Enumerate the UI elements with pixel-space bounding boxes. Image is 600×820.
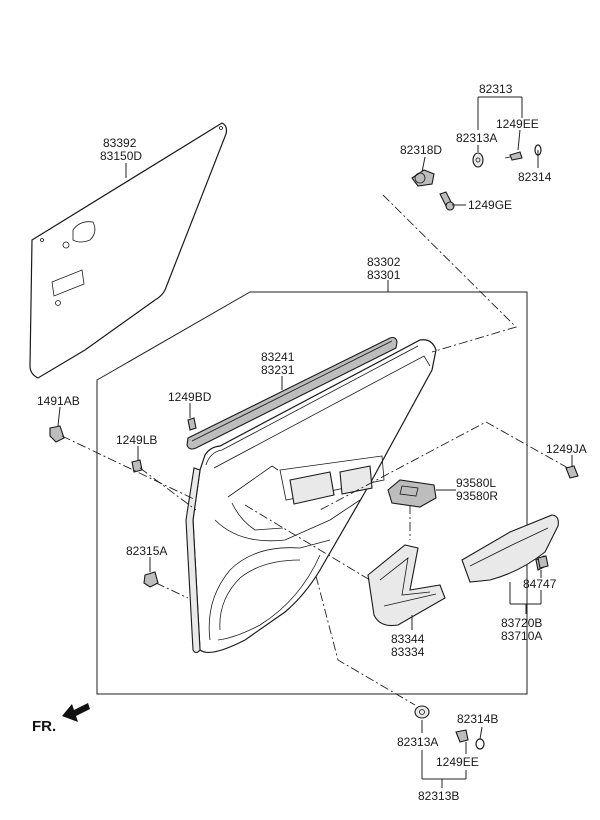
door-trim-pad-83392 <box>29 122 228 379</box>
label-84747: 84747 <box>523 577 557 591</box>
label-83231: 83231 <box>261 363 295 377</box>
label-83150D: 83150D <box>100 149 142 163</box>
clip-82315A <box>143 571 159 588</box>
screw-1249BD <box>187 417 197 431</box>
cap-82318D <box>411 169 435 187</box>
clip-1491AB <box>49 425 65 443</box>
label-83301: 83301 <box>367 268 401 282</box>
label-93580L: 93580L <box>456 476 496 490</box>
label-1249EE-bottom: 1249EE <box>436 755 479 769</box>
window-switch-93580 <box>387 479 437 508</box>
screw-1249EE-bottom <box>455 729 469 743</box>
screw-1249GE <box>439 191 455 211</box>
label-front-direction: FR. <box>32 718 56 735</box>
door-trim-panel-83302 <box>185 339 437 654</box>
label-1249EE-top: 1249EE <box>496 117 539 131</box>
label-1491AB: 1491AB <box>37 394 80 408</box>
label-83334: 83334 <box>391 645 425 659</box>
front-direction-arrow <box>62 703 90 722</box>
clip-82314B <box>475 738 485 750</box>
weatherstrip-83241 <box>186 336 398 450</box>
armrest-handle-83344 <box>367 544 446 627</box>
label-1249JA: 1249JA <box>546 442 587 456</box>
leader-lines <box>57 96 573 788</box>
label-82313B: 82313B <box>418 789 459 803</box>
label-83344: 83344 <box>391 632 425 646</box>
label-82318D: 82318D <box>400 143 442 157</box>
screw-1249EE-top <box>504 151 523 161</box>
label-82313: 82313 <box>479 82 513 96</box>
screw-1249JA <box>565 465 579 479</box>
label-83302: 83302 <box>367 255 401 269</box>
label-1249LB: 1249LB <box>116 433 157 447</box>
label-82313A-bottom: 82313A <box>397 735 438 749</box>
screw-1249LB <box>131 459 143 473</box>
label-1249GE: 1249GE <box>468 198 512 212</box>
label-83710A: 83710A <box>501 629 542 643</box>
assembly-frame <box>96 291 528 695</box>
label-83720B: 83720B <box>501 616 542 630</box>
label-83392: 83392 <box>103 136 137 150</box>
clip-84747 <box>537 555 549 569</box>
label-82314B: 82314B <box>457 712 498 726</box>
grommet-82313A-bottom <box>414 705 430 719</box>
label-1249BD: 1249BD <box>168 390 212 404</box>
label-83241: 83241 <box>261 350 295 364</box>
grommet-82313A-top <box>472 152 484 168</box>
label-82315A: 82315A <box>126 544 167 558</box>
label-82313A-top: 82313A <box>456 131 497 145</box>
label-93580R: 93580R <box>456 489 498 503</box>
pull-handle-cover-83720 <box>461 514 559 583</box>
label-82314: 82314 <box>518 170 552 184</box>
